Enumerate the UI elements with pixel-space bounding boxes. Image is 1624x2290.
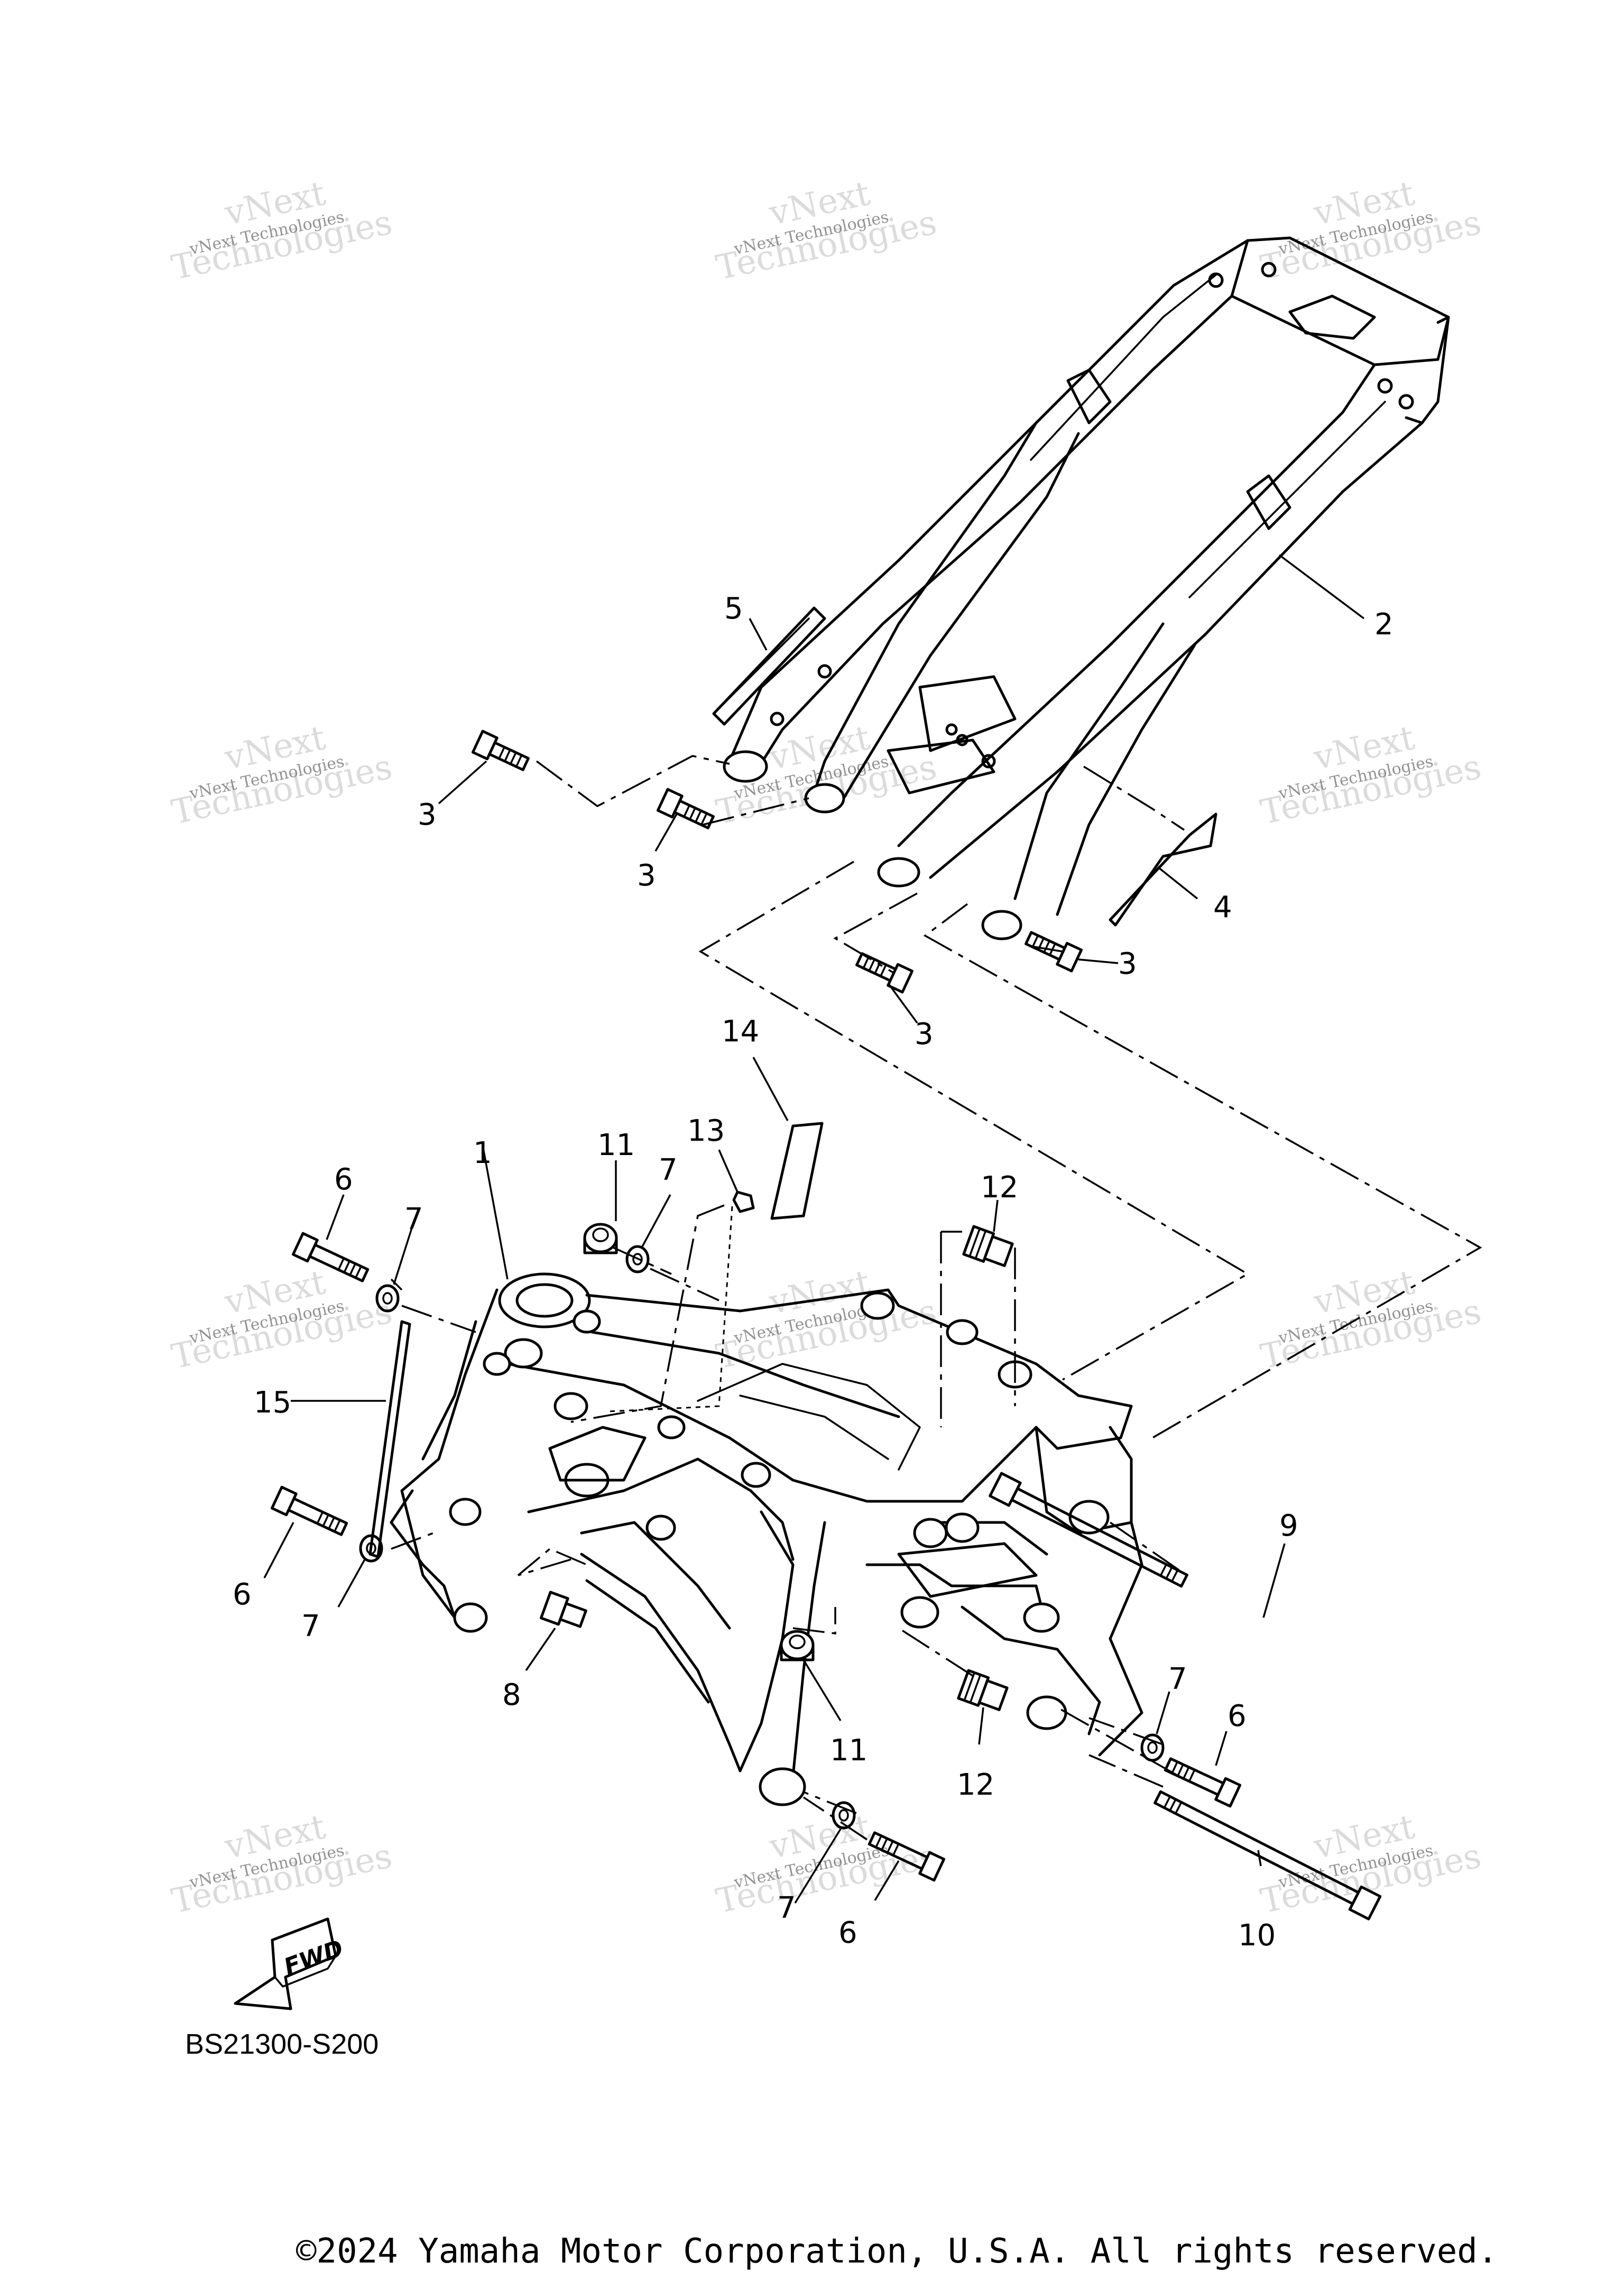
watermark: vNext Technologies vNext Technologies <box>713 174 940 288</box>
callout-4[interactable]: 4 <box>1213 890 1232 925</box>
callout-7[interactable]: 7 <box>1168 1662 1187 1696</box>
callout-8[interactable]: 8 <box>502 1678 521 1712</box>
callout-7[interactable]: 7 <box>659 1153 678 1187</box>
callout-6[interactable]: 6 <box>233 1577 252 1612</box>
bolt-6-lower-left[interactable] <box>270 1485 348 1539</box>
callout-7[interactable]: 7 <box>404 1202 423 1236</box>
front-plate[interactable] <box>368 1320 411 1558</box>
bolt-3-lower-center[interactable] <box>854 949 914 994</box>
callout-6[interactable]: 6 <box>1228 1699 1247 1733</box>
callout-1[interactable]: 1 <box>473 1136 492 1170</box>
watermark: vNext Technologies vNext Technologies <box>713 1263 940 1377</box>
callout-7[interactable]: 7 <box>301 1609 320 1643</box>
side-plate-left[interactable] <box>712 606 826 726</box>
bolt-6-upper-left[interactable] <box>291 1232 370 1286</box>
callout-14[interactable]: 14 <box>722 1014 759 1049</box>
callouts: 1 2 3 3 3 3 4 5 6 6 6 6 7 7 7 7 7 8 9 10… <box>233 592 1394 1953</box>
diagram-code: BS21300-S200 <box>185 2028 379 2060</box>
callout-3[interactable]: 3 <box>1118 947 1137 981</box>
watermark: vNext Technologies vNext Technologies <box>1257 174 1484 288</box>
adjust-bolt-12-upper[interactable] <box>962 1225 1014 1269</box>
nut-11-lower[interactable] <box>780 1630 815 1661</box>
callout-9[interactable]: 9 <box>1279 1509 1298 1543</box>
callout-3[interactable]: 3 <box>915 1017 934 1051</box>
callout-6[interactable]: 6 <box>838 1916 857 1950</box>
callout-7[interactable]: 7 <box>777 1891 796 1925</box>
callout-13[interactable]: 13 <box>687 1114 725 1148</box>
bolt-10[interactable] <box>1152 1786 1382 1920</box>
callout-11[interactable]: 11 <box>830 1733 868 1768</box>
watermark: vNext Technologies vNext Technologies <box>1257 718 1484 833</box>
adjust-bolt-12-lower[interactable] <box>957 1669 1009 1713</box>
side-plate-right[interactable] <box>1109 812 1217 927</box>
watermark: vNext Technologies vNext Technologies <box>168 174 395 288</box>
fwd-arrow-icon: FWD <box>234 1917 347 2010</box>
rear-frame[interactable] <box>723 236 1450 940</box>
nut-11-upper[interactable] <box>583 1223 618 1254</box>
callout-6[interactable]: 6 <box>334 1162 353 1197</box>
assembly-lines <box>390 755 1482 1841</box>
watermark-group: vNext Technologies vNext Technologies vN… <box>168 174 1484 1922</box>
callout-10[interactable]: 10 <box>1238 1918 1276 1953</box>
watermark: vNext Technologies vNext Technologies <box>168 718 395 833</box>
callout-5[interactable]: 5 <box>724 592 743 626</box>
callout-15[interactable]: 15 <box>254 1386 291 1420</box>
bolt-8[interactable] <box>540 1591 588 1632</box>
washer-7-c[interactable] <box>359 1534 383 1563</box>
callout-12[interactable]: 12 <box>957 1768 994 1802</box>
bolt-3-upper-left[interactable] <box>471 730 530 774</box>
callout-2[interactable]: 2 <box>1374 607 1394 642</box>
callout-3[interactable]: 3 <box>637 858 656 893</box>
callout-3[interactable]: 3 <box>418 798 437 832</box>
copyright-notice: ©2024 Yamaha Motor Corporation, U.S.A. A… <box>296 2232 1498 2271</box>
frame-label[interactable] <box>770 1122 824 1220</box>
main-frame[interactable] <box>390 1272 1143 1806</box>
bolt-6-right[interactable] <box>1163 1754 1242 1808</box>
washer-7-b[interactable] <box>625 1245 650 1273</box>
washer-7-a[interactable] <box>375 1284 400 1313</box>
bolt-6-bottom[interactable] <box>867 1828 946 1882</box>
bolt-3-mid[interactable] <box>656 788 715 833</box>
washer-7-e[interactable] <box>832 1801 856 1830</box>
clip-nut-13[interactable] <box>732 1190 755 1213</box>
callout-12[interactable]: 12 <box>981 1170 1018 1205</box>
watermark: vNext Technologies vNext Technologies <box>168 1807 395 1922</box>
callout-11[interactable]: 11 <box>597 1128 635 1162</box>
bolt-9[interactable] <box>989 1472 1190 1592</box>
leader-lines <box>263 554 1365 1904</box>
